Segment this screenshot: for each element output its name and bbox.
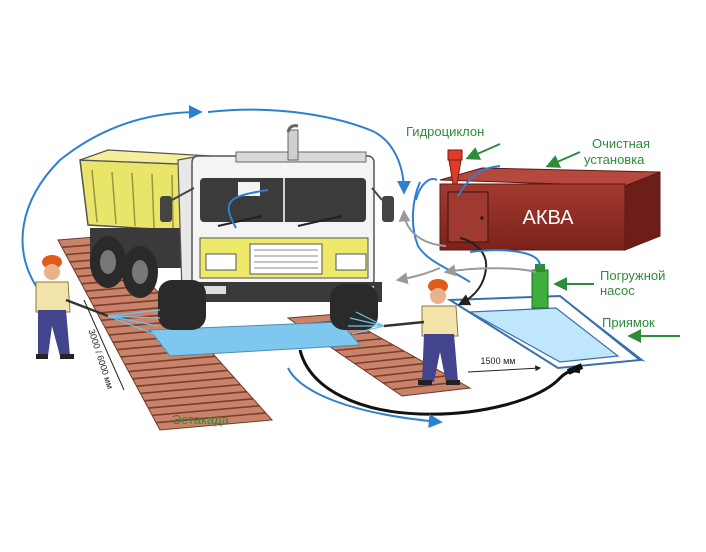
ramp-slat [382, 374, 449, 384]
worker-right [383, 279, 460, 385]
ramp-slat [344, 350, 405, 358]
ramp-slat [136, 376, 235, 387]
truck-icon [79, 124, 394, 330]
ramp-slat [148, 397, 254, 409]
ramp-slat [363, 362, 427, 371]
callout-pump: Погружной насос [553, 268, 665, 298]
ramp-slat [140, 383, 241, 395]
callout-hydrocyclone: Гидроциклон [406, 124, 501, 160]
wash-pad [149, 321, 362, 357]
worker-left [35, 255, 109, 359]
water-spray-icon [107, 309, 385, 335]
unit-name-label: АКВА [522, 207, 574, 229]
ramp-slat [335, 344, 394, 352]
dimension-width: 1500 мм [467, 356, 542, 373]
treatment-label-line1: Очистная [592, 136, 650, 151]
width-dimension-label: 1500 мм [481, 356, 516, 366]
hose-lines [298, 165, 584, 416]
ramp-slat [156, 412, 266, 424]
pump-label-line1: Погружной [600, 268, 665, 283]
ramp-slat [354, 356, 416, 365]
sump-label: Приямок [602, 315, 655, 330]
pump-icon [531, 264, 549, 309]
callout-treatment-unit: Очистная установка [545, 136, 650, 168]
treatment-unit: АКВА [439, 167, 661, 251]
ramp-slat [132, 369, 228, 380]
hydrocyclone-label: Гидроциклон [406, 124, 484, 139]
hydrocyclone-icon [447, 149, 463, 185]
treatment-label-line2: установка [584, 152, 645, 167]
ramp-slat [93, 298, 165, 307]
ramp-label: Эстакада [172, 412, 230, 427]
ramp-slat [124, 355, 216, 366]
sump-pit [446, 294, 646, 370]
pump-label-line2: насос [600, 283, 635, 298]
ramp-slat [128, 362, 222, 373]
callout-sump: Приямок [602, 315, 680, 343]
worker-icon [35, 255, 460, 385]
flow-arrow-icon [21, 105, 443, 428]
ramp-slat [152, 405, 260, 417]
ramp-slat [144, 390, 247, 402]
